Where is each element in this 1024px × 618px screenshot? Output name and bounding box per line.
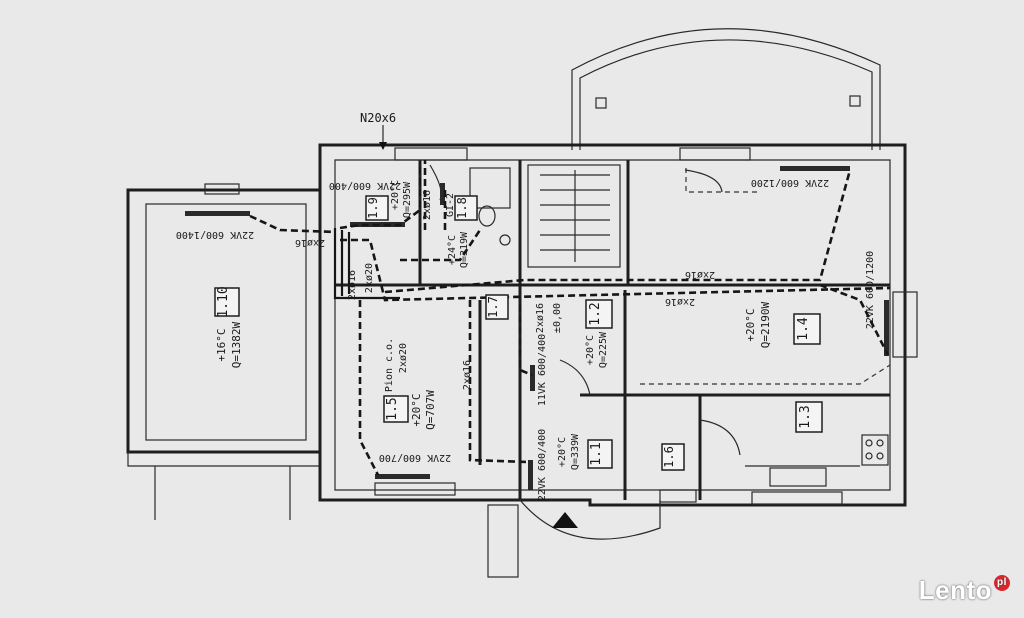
radiator-1-10 [185,211,250,216]
entrance-arrow [552,512,578,528]
house-walls [318,143,907,507]
room-temp-1-1: +20°C [557,437,568,467]
pipe-label-2: 2xø16 [347,270,358,300]
terrace-outline [571,28,881,150]
n20-arrow-head [379,142,387,150]
dashed-line-2 [685,168,760,193]
radiator-1-4-right [884,300,889,356]
riser-size-label: 2xø20 [398,343,409,373]
riser-label: Pion c.o. [384,338,395,392]
toilet [478,205,496,227]
terrace-inner-outline [579,39,873,150]
room-temp-1-2: +20°C [585,335,596,365]
washbasin [499,234,511,246]
shower-tray [469,167,511,209]
door-arc-2 [699,419,741,456]
pipe-label-4: 2xø16 [685,269,715,280]
entrance-arc [519,499,661,540]
room-q-1-4: Q=2190W [759,301,772,348]
room-temp-1-10: +16°C [215,328,228,361]
terrace-post-left [595,97,607,109]
kitchen-sink [769,467,827,487]
room-number-1-4: 1.4 [796,317,811,341]
lento-brand: Lento [918,575,992,605]
door-arc-3 [684,169,723,193]
window-bottom-3 [659,489,697,503]
room-number-1-10: 1.10 [216,286,231,317]
room-q-1-5: Q=707W [424,390,437,430]
entrance-step [487,504,519,578]
pipe-label-1: 2xø16 [295,237,325,248]
label-n20: N20x6 [360,111,396,125]
pipe-label-5: 2xø20 [364,263,375,293]
pipe-label-8: 2xø16 [535,303,546,333]
room-number-1-6: 1.6 [662,446,676,468]
room-number-1-5: 1.5 [385,397,400,420]
window-top-2 [679,147,751,161]
room-number-1-1: 1.1 [589,442,604,465]
radiator-label-1-4-right: 22VK 600/1200 [865,251,876,329]
radiator-gi2 [440,183,445,205]
room-q-1-8: Q=319W [459,231,470,268]
room-q-1-10: Q=1382W [230,321,243,368]
garage-front [127,452,320,520]
room-temp-1-8: +24°C [447,235,458,265]
terrace-post-right [849,95,861,107]
room-q-1-9: Q=295W [402,181,413,218]
radiator-label-1-5: 22VK 600/700 [379,452,451,463]
garage-window [204,183,240,195]
pipe-label-3: 2xø16 [422,190,433,220]
radiator-label-1-4-top: 22VK 600/1200 [751,177,829,188]
radiator-label-1-9: 22VK 600/400 [329,180,401,191]
window-bottom-2 [751,491,843,505]
window-top-1 [394,147,468,161]
radiator-1-4-top [780,166,850,171]
window-bottom-1 [374,482,456,496]
lento-pl-badge: pl [994,575,1010,591]
radiator-1-1 [528,460,533,490]
wall-v-6 [580,393,627,500]
gi2-label: GI-2 [445,193,456,217]
garage-inner [145,203,307,441]
room-number-1-9: 1.9 [366,197,380,219]
room-number-1-8: 1.8 [455,197,469,219]
room-temp-1-9: +20°C [390,180,401,210]
pipe-network [249,160,891,476]
radiator-1-2 [530,365,535,391]
pipe-label-7: 2xø16 [462,360,473,390]
room-q-1-1: Q=339W [570,433,581,470]
dashed-line-1 [640,364,891,385]
room-number-1-3: 1.3 [798,405,813,428]
radiator-1-5 [375,474,430,479]
stove [861,434,889,466]
room-temp-1-5: +20°C [410,393,423,426]
room-temp-1-4: +20°C [744,308,757,341]
room-q-1-2: Q=225W [598,331,609,368]
door-arc-1 [559,359,591,396]
radiator-label-1-1: 22VK 600/400 [537,429,548,501]
pipe-label-6: 2xø16 [665,296,695,307]
radiator-label-1-2: 11VK 600/400 [537,334,548,406]
level-label: ±0,00 [552,303,563,333]
room-number-1-7: 1.7 [486,296,500,318]
radiator-label-1-10: 22VK 600/1400 [176,229,254,240]
room-number-1-2: 1.2 [588,302,603,325]
staircase [527,164,621,268]
window-right [892,291,918,358]
